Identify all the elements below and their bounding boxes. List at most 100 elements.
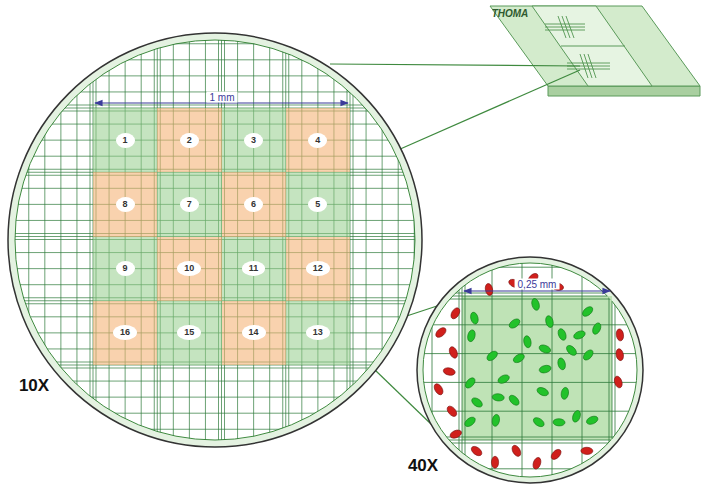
grid-line — [612, 255, 613, 485]
grid-line — [76, 30, 77, 450]
outside-cell — [484, 283, 493, 296]
view-40x — [402, 238, 672, 485]
outside-cell — [432, 382, 444, 396]
counting-square: 6 — [222, 172, 286, 236]
counted-cell — [485, 349, 499, 362]
outside-cell — [616, 328, 625, 341]
square-number: 2 — [180, 133, 199, 148]
outside-cell — [449, 306, 461, 320]
outside-cell — [581, 447, 593, 455]
slide-name: THOMA — [492, 8, 529, 19]
grid-line — [415, 440, 645, 441]
counting-square: 1 — [93, 108, 157, 172]
grid-line — [10, 59, 420, 60]
grid-line — [415, 267, 645, 268]
square-number: 16 — [113, 325, 137, 340]
outside-cell — [613, 375, 624, 389]
counting-square: 12 — [286, 237, 350, 301]
grid-line — [609, 255, 610, 485]
counted-cell — [497, 373, 511, 385]
square-number: 8 — [116, 197, 135, 212]
grid-line — [522, 255, 523, 485]
grid-line — [415, 468, 645, 469]
counted-cell — [581, 305, 595, 318]
counted-cell — [553, 418, 565, 426]
square-number: 9 — [116, 261, 135, 276]
grid-line — [432, 255, 433, 485]
grid-line — [353, 30, 354, 450]
grid-line — [10, 413, 420, 414]
outside-cell — [510, 444, 522, 458]
counting-square: 4 — [286, 108, 350, 172]
counted-cell — [492, 393, 505, 401]
outside-cell — [470, 445, 484, 458]
grid-line — [462, 255, 463, 485]
outside-cell — [449, 428, 463, 439]
grid-line — [10, 105, 420, 106]
grid-line — [415, 293, 645, 294]
square-number: 7 — [180, 197, 199, 212]
counted-cell — [591, 322, 602, 336]
counted-cell — [536, 386, 550, 398]
grid-line — [415, 353, 645, 354]
counting-square: 14 — [222, 301, 286, 365]
counting-square: 10 — [157, 237, 221, 301]
dimension: 0,25 mm — [515, 279, 560, 290]
counted-cell — [463, 415, 477, 428]
square-number: 13 — [306, 325, 330, 340]
counting-square: 11 — [222, 237, 286, 301]
outside-cell — [532, 456, 543, 470]
square-number: 10 — [177, 261, 201, 276]
grid-line — [90, 30, 91, 450]
grid-line — [12, 30, 13, 450]
square-number: 15 — [177, 325, 201, 340]
counted-cell — [530, 298, 540, 311]
square-number: 12 — [306, 261, 330, 276]
grid-line — [415, 443, 645, 444]
outside-cell — [615, 348, 624, 361]
counted-cell — [507, 393, 521, 407]
counting-square: 16 — [93, 301, 157, 365]
counting-square: 8 — [93, 172, 157, 236]
counted-cell — [557, 328, 568, 342]
grid-line — [415, 299, 645, 300]
counted-cell — [582, 348, 595, 362]
grid-line — [10, 429, 420, 430]
counted-cell — [512, 352, 526, 364]
counted-cell — [557, 357, 567, 370]
grid-line — [615, 255, 616, 485]
grid-line — [465, 255, 466, 485]
grid-line — [415, 437, 645, 438]
outside-cell — [549, 448, 563, 462]
outside-cell — [448, 346, 459, 360]
grid-line — [60, 30, 61, 450]
grid-line — [10, 75, 420, 76]
square-number: 3 — [244, 133, 263, 148]
thoma-slide — [490, 6, 700, 96]
grid-line — [10, 381, 420, 382]
grid-line — [552, 255, 553, 485]
counting-square: 7 — [157, 172, 221, 236]
grid-line — [414, 30, 415, 450]
square-number: 4 — [308, 133, 327, 148]
counting-square: 2 — [157, 108, 221, 172]
counted-cell — [538, 343, 552, 354]
counted-cell — [538, 364, 551, 374]
counted-cell — [571, 409, 582, 423]
counting-square: 15 — [157, 301, 221, 365]
counted-cell — [573, 329, 587, 340]
counted-cell — [469, 311, 479, 324]
counted-cell — [491, 414, 500, 427]
counted-cell — [464, 376, 477, 390]
counted-cell — [470, 396, 484, 409]
grid-line — [672, 255, 673, 485]
grid-line — [10, 368, 420, 369]
counted-cell — [560, 387, 569, 400]
view-10x — [8, 28, 430, 450]
square-number: 14 — [242, 325, 266, 340]
grid-line — [10, 27, 420, 28]
counting-square: 5 — [286, 172, 350, 236]
counted-cell — [532, 416, 546, 429]
grid-line — [10, 43, 420, 44]
